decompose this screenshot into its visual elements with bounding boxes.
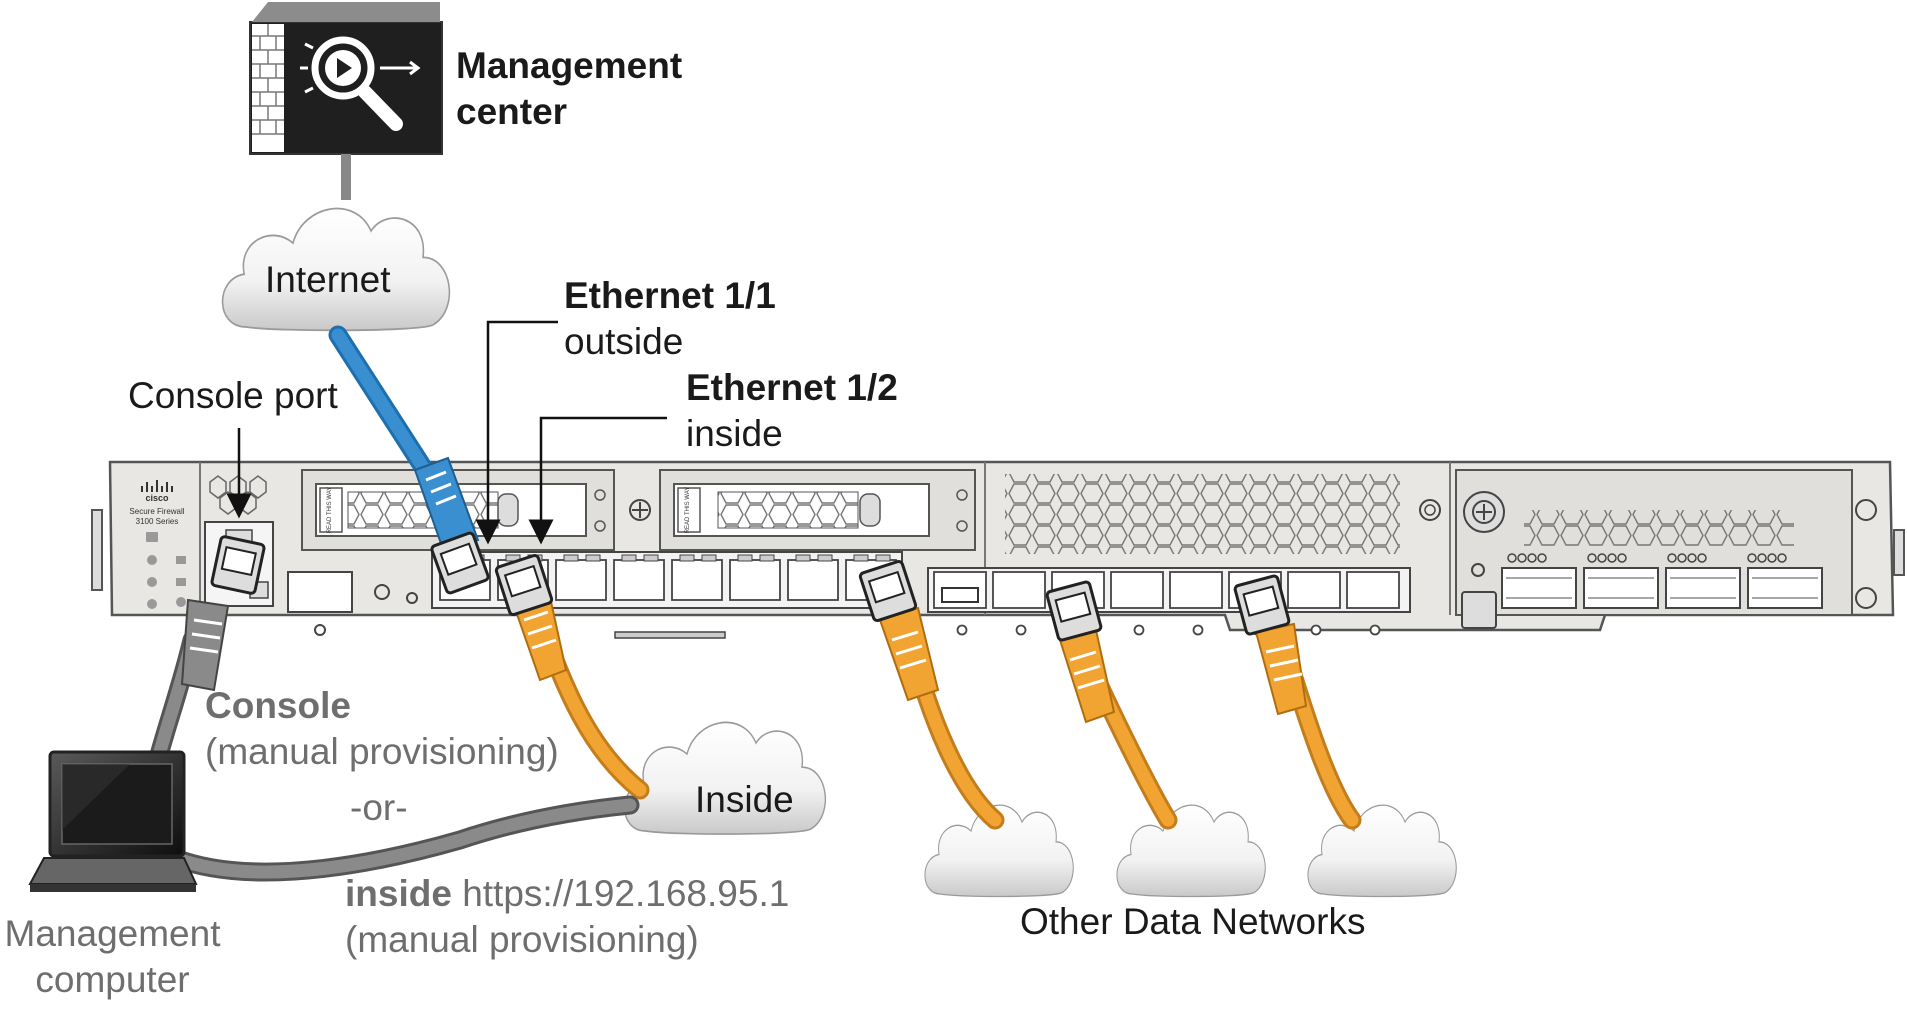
inside-cloud-label: Inside [695, 779, 794, 820]
outside-cable [328, 325, 490, 595]
brand-text: cisco [145, 493, 169, 503]
management-center-label-line2: center [456, 91, 568, 132]
data-ports-sfp [927, 567, 1411, 636]
management-computer-label-line2: computer [35, 959, 190, 1000]
drive-bay-2: READ THIS WAY [659, 469, 976, 551]
drive-1-label: READ THIS WAY [327, 487, 333, 534]
model-line-1: Secure Firewall [129, 507, 184, 516]
internet-label: Internet [265, 259, 391, 300]
management-computer-label-line1: Management [4, 913, 221, 954]
inside-access-url: https://192.168.95.1 [462, 873, 790, 914]
ethernet-1-2-callout [528, 416, 667, 545]
inside-cable [494, 553, 650, 800]
drive-2-label: READ THIS WAY [685, 487, 691, 534]
center-vent [1005, 474, 1400, 554]
ethernet-1-2-label: Ethernet 1/2 [686, 367, 898, 408]
ethernet-1-2-role: inside [686, 413, 783, 454]
ethernet-1-1-label: Ethernet 1/1 [564, 275, 776, 316]
management-center-icon [249, 2, 443, 155]
sfp-slot [287, 571, 353, 613]
data-cable-3 [1233, 574, 1362, 830]
data-network-cloud-3 [1307, 804, 1457, 898]
inside-access-bold: inside [345, 873, 452, 914]
console-label: Console [205, 685, 351, 726]
status-leds [146, 532, 186, 609]
or-label: -or- [350, 787, 408, 828]
firewall-chassis: cisco Secure Firewall 3100 Series [91, 460, 1905, 639]
data-network-cloud-2 [1116, 804, 1266, 898]
console-note: (manual provisioning) [205, 731, 559, 772]
management-center-label-line1: Management [456, 45, 683, 86]
inside-access-note: (manual provisioning) [345, 919, 699, 960]
network-module [1455, 469, 1853, 629]
data-cable-2 [1045, 580, 1178, 830]
other-data-networks-label: Other Data Networks [1020, 901, 1366, 942]
ethernet-1-1-role: outside [564, 321, 684, 362]
cisco-logo: cisco Secure Firewall 3100 Series [129, 480, 185, 526]
data-cable-1 [858, 559, 1005, 830]
https-cable [168, 798, 637, 879]
inside-access-line: inside https://192.168.95.1 [345, 872, 789, 916]
model-line-2: 3100 Series [136, 517, 179, 526]
management-computer-icon [28, 750, 198, 892]
ethernet-1-1-callout [475, 320, 558, 545]
console-port-label: Console port [128, 375, 338, 416]
